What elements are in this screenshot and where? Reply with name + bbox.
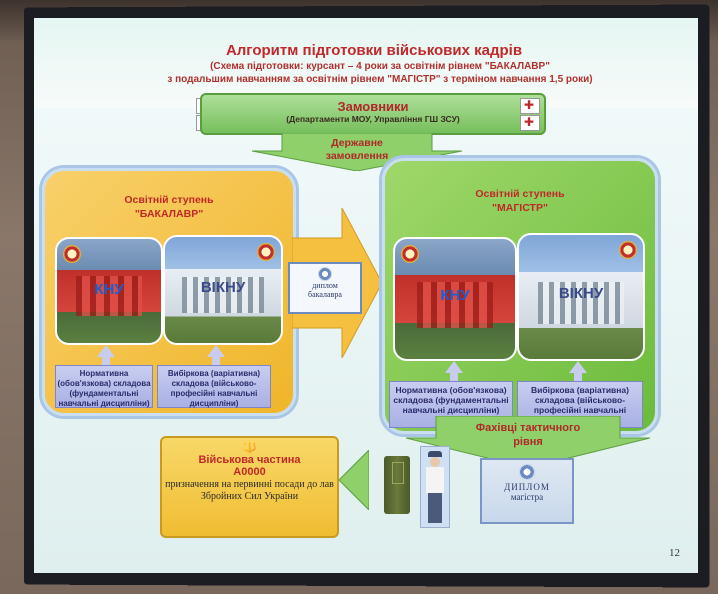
institute-emblem-icon	[619, 241, 637, 259]
master-diploma: ДИПЛОМ магістра	[480, 458, 574, 524]
left-arrow-icon	[339, 450, 369, 510]
slide-subtitle: (Схема підготовки: курсант – 4 роки за о…	[100, 60, 660, 86]
university-emblem-icon	[401, 245, 419, 263]
state-order-line-1: Державне	[331, 137, 383, 149]
military-unit-description: призначення на первинні посади до лав Зб…	[165, 479, 334, 502]
customers-subheading: (Департаменти МОУ, Управління ГШ ЗСУ)	[286, 114, 460, 124]
university-emblem-icon	[63, 245, 81, 263]
up-arrow-icon	[207, 345, 225, 357]
bachelor-panel: Освітній ступень "БАКАЛАВР" КНУ ВІКНУ Но…	[42, 168, 296, 416]
slide-title: Алгоритм підготовки військових кадрів	[225, 42, 523, 59]
up-arrow-icon	[569, 361, 587, 373]
presentation-slide: Алгоритм підготовки військових кадрів (С…	[34, 18, 698, 573]
flag-icon	[520, 98, 540, 114]
kny-label: КНУ	[440, 287, 470, 304]
master-diploma-line-2: магістра	[510, 492, 544, 502]
master-title-line-2: "МАГІСТР"	[492, 202, 548, 214]
officer-image	[420, 446, 450, 528]
bachelor-title: Освітній ступень "БАКАЛАВР"	[45, 193, 293, 221]
military-unit-box: 🔱 Військова частина А0000 призначення на…	[160, 436, 339, 538]
vikny-label: ВІКНУ	[200, 279, 246, 297]
subtitle-line-1: (Схема підготовки: курсант – 4 роки за о…	[210, 61, 550, 72]
subtitle-line-2: з подальшим навчанням за освітнім рівнем…	[167, 74, 593, 85]
up-arrow-icon	[97, 345, 115, 357]
bachelor-diploma-line-2: бакалавра	[308, 290, 342, 299]
kny-building-photo: КНУ	[393, 237, 517, 361]
bachelor-normative-component: Нормативна (обов'язкова) складова (фунда…	[55, 365, 153, 408]
military-unit-code: А0000	[233, 466, 266, 478]
customers-heading: Замовники	[337, 99, 409, 114]
diploma-seal-icon	[519, 464, 535, 480]
master-title: Освітній ступень "МАГІСТР"	[385, 187, 655, 215]
vikny-building-photo: ВІКНУ	[163, 235, 283, 345]
vikny-building-photo: ВІКНУ	[517, 233, 645, 361]
master-panel: Освітній ступень "МАГІСТР" КНУ ВІКНУ Нор…	[382, 158, 658, 434]
institute-emblem-icon	[257, 243, 275, 261]
bachelor-title-line-2: "БАКАЛАВР"	[134, 208, 204, 220]
page-number: 12	[669, 547, 680, 559]
flag-icon	[520, 115, 540, 131]
tactical-level-label: Фахівці тактичного рівня	[458, 421, 598, 449]
kny-label: КНУ	[94, 280, 124, 298]
customers-box: Замовники (Департаменти МОУ, Управління …	[200, 93, 546, 135]
tactical-level-arrow	[406, 416, 650, 468]
vikny-label: ВІКНУ	[558, 284, 604, 302]
tactical-line-2: рівня	[513, 436, 543, 448]
bachelor-title-line-1: Освітній ступень	[124, 194, 214, 206]
bachelor-diploma-line-1: диплом	[312, 281, 338, 290]
uniform-icon	[384, 456, 410, 514]
kny-building-photo: КНУ	[55, 237, 163, 345]
up-arrow-icon	[445, 361, 463, 373]
state-order-line-2: замовлення	[325, 150, 389, 162]
tactical-line-1: Фахівці тактичного	[475, 422, 581, 434]
trident-icon: 🔱	[242, 440, 257, 454]
master-title-line-1: Освітній ступень	[475, 188, 565, 200]
diploma-seal-icon	[318, 267, 332, 281]
military-unit-name: Військова частина	[198, 454, 301, 466]
master-diploma-line-1: ДИПЛОМ	[504, 482, 550, 492]
state-order-label: Державне замовлення	[292, 137, 422, 163]
bachelor-elective-component: Вибіркова (варіативна) складова (військо…	[157, 365, 271, 408]
bachelor-diploma: диплом бакалавра	[288, 262, 362, 314]
